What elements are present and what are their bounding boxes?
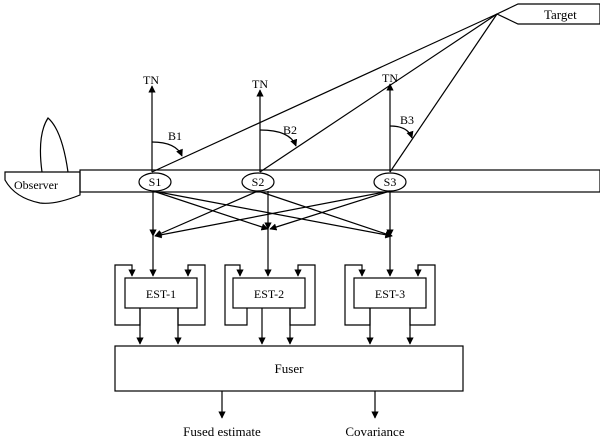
fused-estimate-label: Fused estimate	[183, 424, 261, 439]
sightline-s2	[259, 13, 498, 173]
tn-label-s3: TN	[382, 71, 398, 85]
feedback-est1-right	[177, 264, 206, 326]
bearing-arc-b1	[151, 141, 183, 157]
feedback-est3-right	[409, 264, 436, 326]
est-3-box	[353, 277, 427, 309]
est-3-label: EST-3	[375, 287, 405, 301]
covariance-label: Covariance	[345, 424, 404, 439]
ship-sail	[39, 117, 69, 173]
est-1-label: EST-1	[146, 287, 176, 301]
feedback-est2-left	[224, 264, 248, 326]
est-2-label: EST-2	[254, 287, 284, 301]
link-s3-est1	[154, 190, 391, 239]
sightline-s1	[151, 13, 498, 173]
bearing-label-b2: B2	[283, 123, 297, 137]
sensor-s2-label: S2	[252, 175, 265, 189]
bearing-label-b3: B3	[400, 113, 414, 127]
feedback-est2-right	[289, 264, 316, 326]
sightline-s3	[389, 13, 498, 173]
tn-label-s1: TN	[143, 73, 159, 87]
sensor-s3-label: S3	[384, 175, 397, 189]
link-s1-est2	[152, 190, 269, 231]
sensor-s1-label: S1	[149, 175, 162, 189]
target-label: Target	[544, 7, 577, 22]
fuser-box	[114, 345, 464, 392]
est-2-box	[232, 277, 306, 309]
feedback-est1-left	[114, 264, 141, 326]
link-s2-est1	[154, 190, 259, 237]
bearing-arc-b2	[259, 129, 298, 147]
tn-label-s2: TN	[252, 77, 268, 91]
feedback-est3-left	[344, 264, 371, 326]
link-s3-est2	[269, 190, 391, 231]
bearing-arc-b3	[389, 125, 414, 139]
link-s2-est3	[257, 190, 393, 238]
observer-label: Observer	[14, 178, 58, 192]
observer-bow	[4, 171, 81, 204]
bearing-label-b1: B1	[168, 129, 182, 143]
est-1-box	[124, 277, 198, 309]
target-shape	[495, 3, 600, 25]
fuser-label: Fuser	[275, 361, 305, 376]
